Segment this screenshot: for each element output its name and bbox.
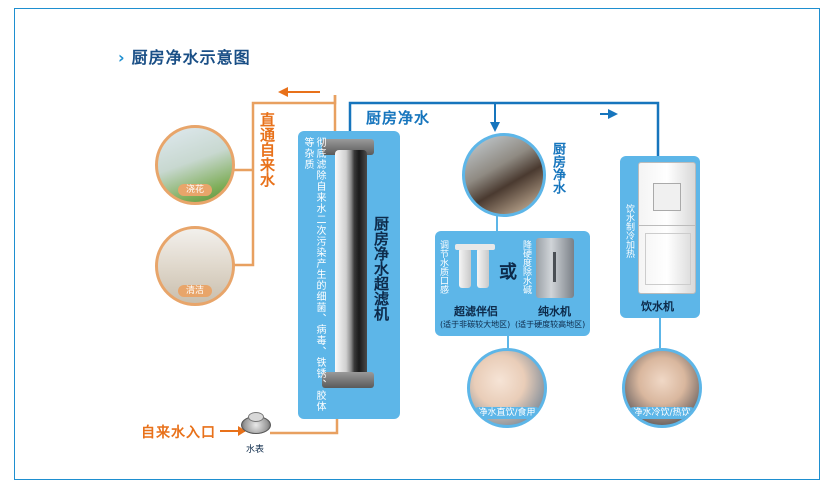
ultra-partner-image: [455, 244, 495, 296]
filter-name: 厨房净水超滤机: [372, 216, 390, 321]
blue-arrow-right: [608, 109, 618, 119]
pure-water-machine-image: [536, 238, 574, 298]
filter-bottom-cap: [322, 372, 374, 388]
or-label: 或: [499, 262, 517, 283]
blue-arrow-down: [490, 122, 500, 132]
cleaning-caption: 清洁: [177, 285, 212, 297]
ultra-partner-name: 超滤伴侣: [454, 305, 498, 318]
pure-water-note: (适于硬度较高地区): [515, 320, 586, 329]
filter-description: 彻底滤除自来水二次污染产生的细菌、病毒、铁锈、胶体等杂质: [302, 137, 325, 412]
water-meter-icon: [239, 412, 271, 436]
kitchen-purified-water-label: 厨房净水: [366, 109, 431, 127]
inlet-label: 自来水入口: [141, 425, 216, 441]
ultra-partner-note: (适于非碳较大地区): [440, 320, 511, 329]
orange-arrow-head: [278, 87, 288, 97]
diagram-frame: [14, 8, 820, 480]
pure-water-name: 纯水机: [538, 305, 571, 318]
kitchen-water-label: 厨房净水: [550, 142, 565, 194]
cold-hot-drink-caption: 净水冷饮/热饮: [628, 407, 696, 419]
page-title: ›厨房净水示意图: [118, 48, 251, 67]
watering-caption: 浇花: [177, 184, 212, 196]
water-dispenser-image: [638, 162, 696, 294]
dispenser-feature: 饮水制冷加热: [624, 204, 634, 258]
dispenser-name: 饮水机: [641, 300, 674, 313]
watering-image: 浇花: [155, 125, 235, 205]
ultra-partner-feature: 调节水质口感: [438, 240, 448, 294]
cold-hot-drink-image: 净水冷饮/热饮: [622, 348, 702, 428]
cleaning-image: 清洁: [155, 226, 235, 306]
blue-pipe-main: [348, 101, 660, 156]
meter-label: 水表: [246, 445, 265, 455]
direct-tap-water-label: 直通自来水: [258, 112, 276, 187]
kitchen-image: [462, 133, 546, 217]
direct-drink-caption: 净水直饮/食用: [473, 407, 541, 419]
pure-water-feature: 降硬度除水碱: [521, 240, 531, 294]
filter-tube: [335, 150, 367, 386]
direct-drink-image: 净水直饮/食用: [467, 348, 547, 428]
inlet-arrow-head: [238, 426, 246, 436]
